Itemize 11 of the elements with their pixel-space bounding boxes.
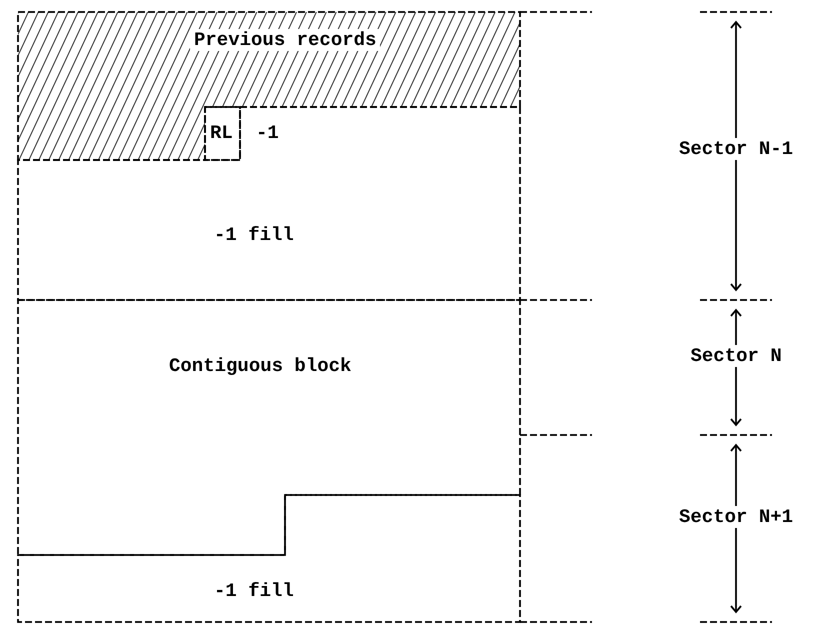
region-label: -1 fill (213, 580, 295, 602)
fill-region (18, 495, 520, 622)
region-label: RL (209, 122, 234, 144)
region-title: Previous records (190, 29, 380, 51)
region-label: Contiguous block (168, 355, 352, 377)
value-label: -1 (255, 122, 280, 144)
fill-region (18, 107, 520, 300)
record-length-box (205, 107, 240, 160)
region-label: -1 fill (213, 224, 295, 246)
hatched-record-region (18, 12, 520, 160)
contiguous-block-region (18, 300, 520, 555)
